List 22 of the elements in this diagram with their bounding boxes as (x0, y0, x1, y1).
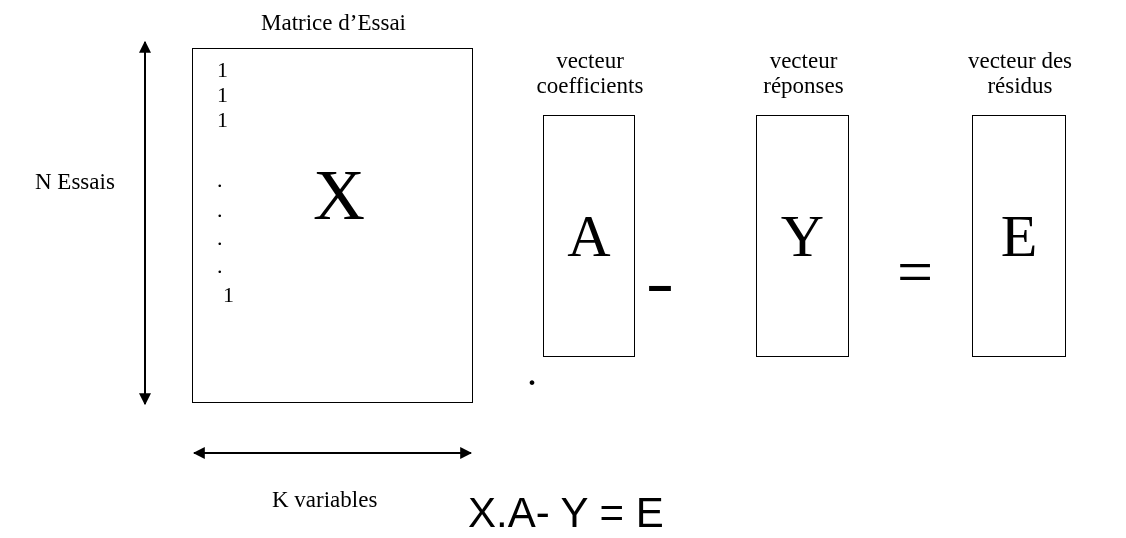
column-heading: vecteur coefficients (535, 48, 645, 98)
axis-label: K variables (272, 488, 378, 511)
matrix-entry: . (217, 169, 223, 191)
matrix-entry: 1 (217, 84, 228, 106)
equation-text: X.A- Y = E (468, 492, 664, 534)
operator-sign: - (646, 252, 674, 312)
matrix-entry: . (217, 199, 223, 221)
matrix-entry: 1 (217, 59, 228, 81)
matrix-entry: . (217, 255, 223, 277)
matrix-entry: . (217, 227, 223, 249)
matrix-symbol: Y (780, 206, 825, 266)
operator-sign: = (897, 240, 934, 304)
matrix-symbol: A (567, 206, 611, 266)
column-heading: vecteur réponses (762, 48, 845, 98)
matrix-entry: 1 (223, 284, 234, 306)
matrix-symbol: E (1000, 206, 1038, 266)
matrix-entry: 1 (217, 109, 228, 131)
operator-sign: . (527, 352, 537, 392)
axis-label: N Essais (35, 170, 115, 193)
column-heading: vecteur des résidus (966, 48, 1074, 98)
matrix-symbol: X (313, 159, 365, 231)
column-heading: Matrice d’Essai (260, 10, 407, 35)
